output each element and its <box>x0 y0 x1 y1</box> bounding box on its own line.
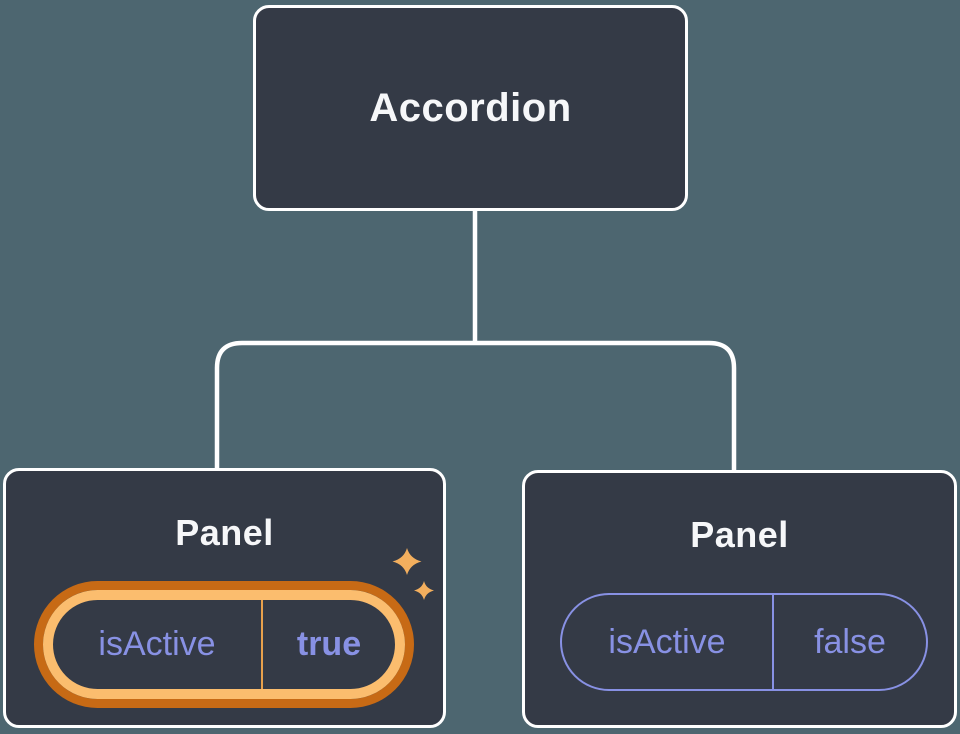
panel-label: Panel <box>175 512 274 553</box>
state-pill-highlighted: isActive true <box>43 590 405 699</box>
node-panel-inactive: Panel isActive false <box>522 470 957 728</box>
state-key: isActive <box>608 622 726 661</box>
node-panel-active: Panel isActive true <box>3 468 446 728</box>
state-pill-plain: isActive false <box>560 593 928 691</box>
state-key: isActive <box>98 625 216 663</box>
node-accordion: Accordion <box>253 5 688 211</box>
pill-divider <box>261 600 263 689</box>
state-value: true <box>296 625 362 663</box>
pill-divider <box>772 595 774 689</box>
state-value: false <box>814 622 886 661</box>
sparkle-small <box>414 581 434 600</box>
sparkles-icon <box>392 548 434 600</box>
connector-bracket <box>214 340 737 473</box>
sparkle-large <box>392 548 422 575</box>
accordion-label: Accordion <box>369 85 572 130</box>
panel-label: Panel <box>690 514 789 555</box>
